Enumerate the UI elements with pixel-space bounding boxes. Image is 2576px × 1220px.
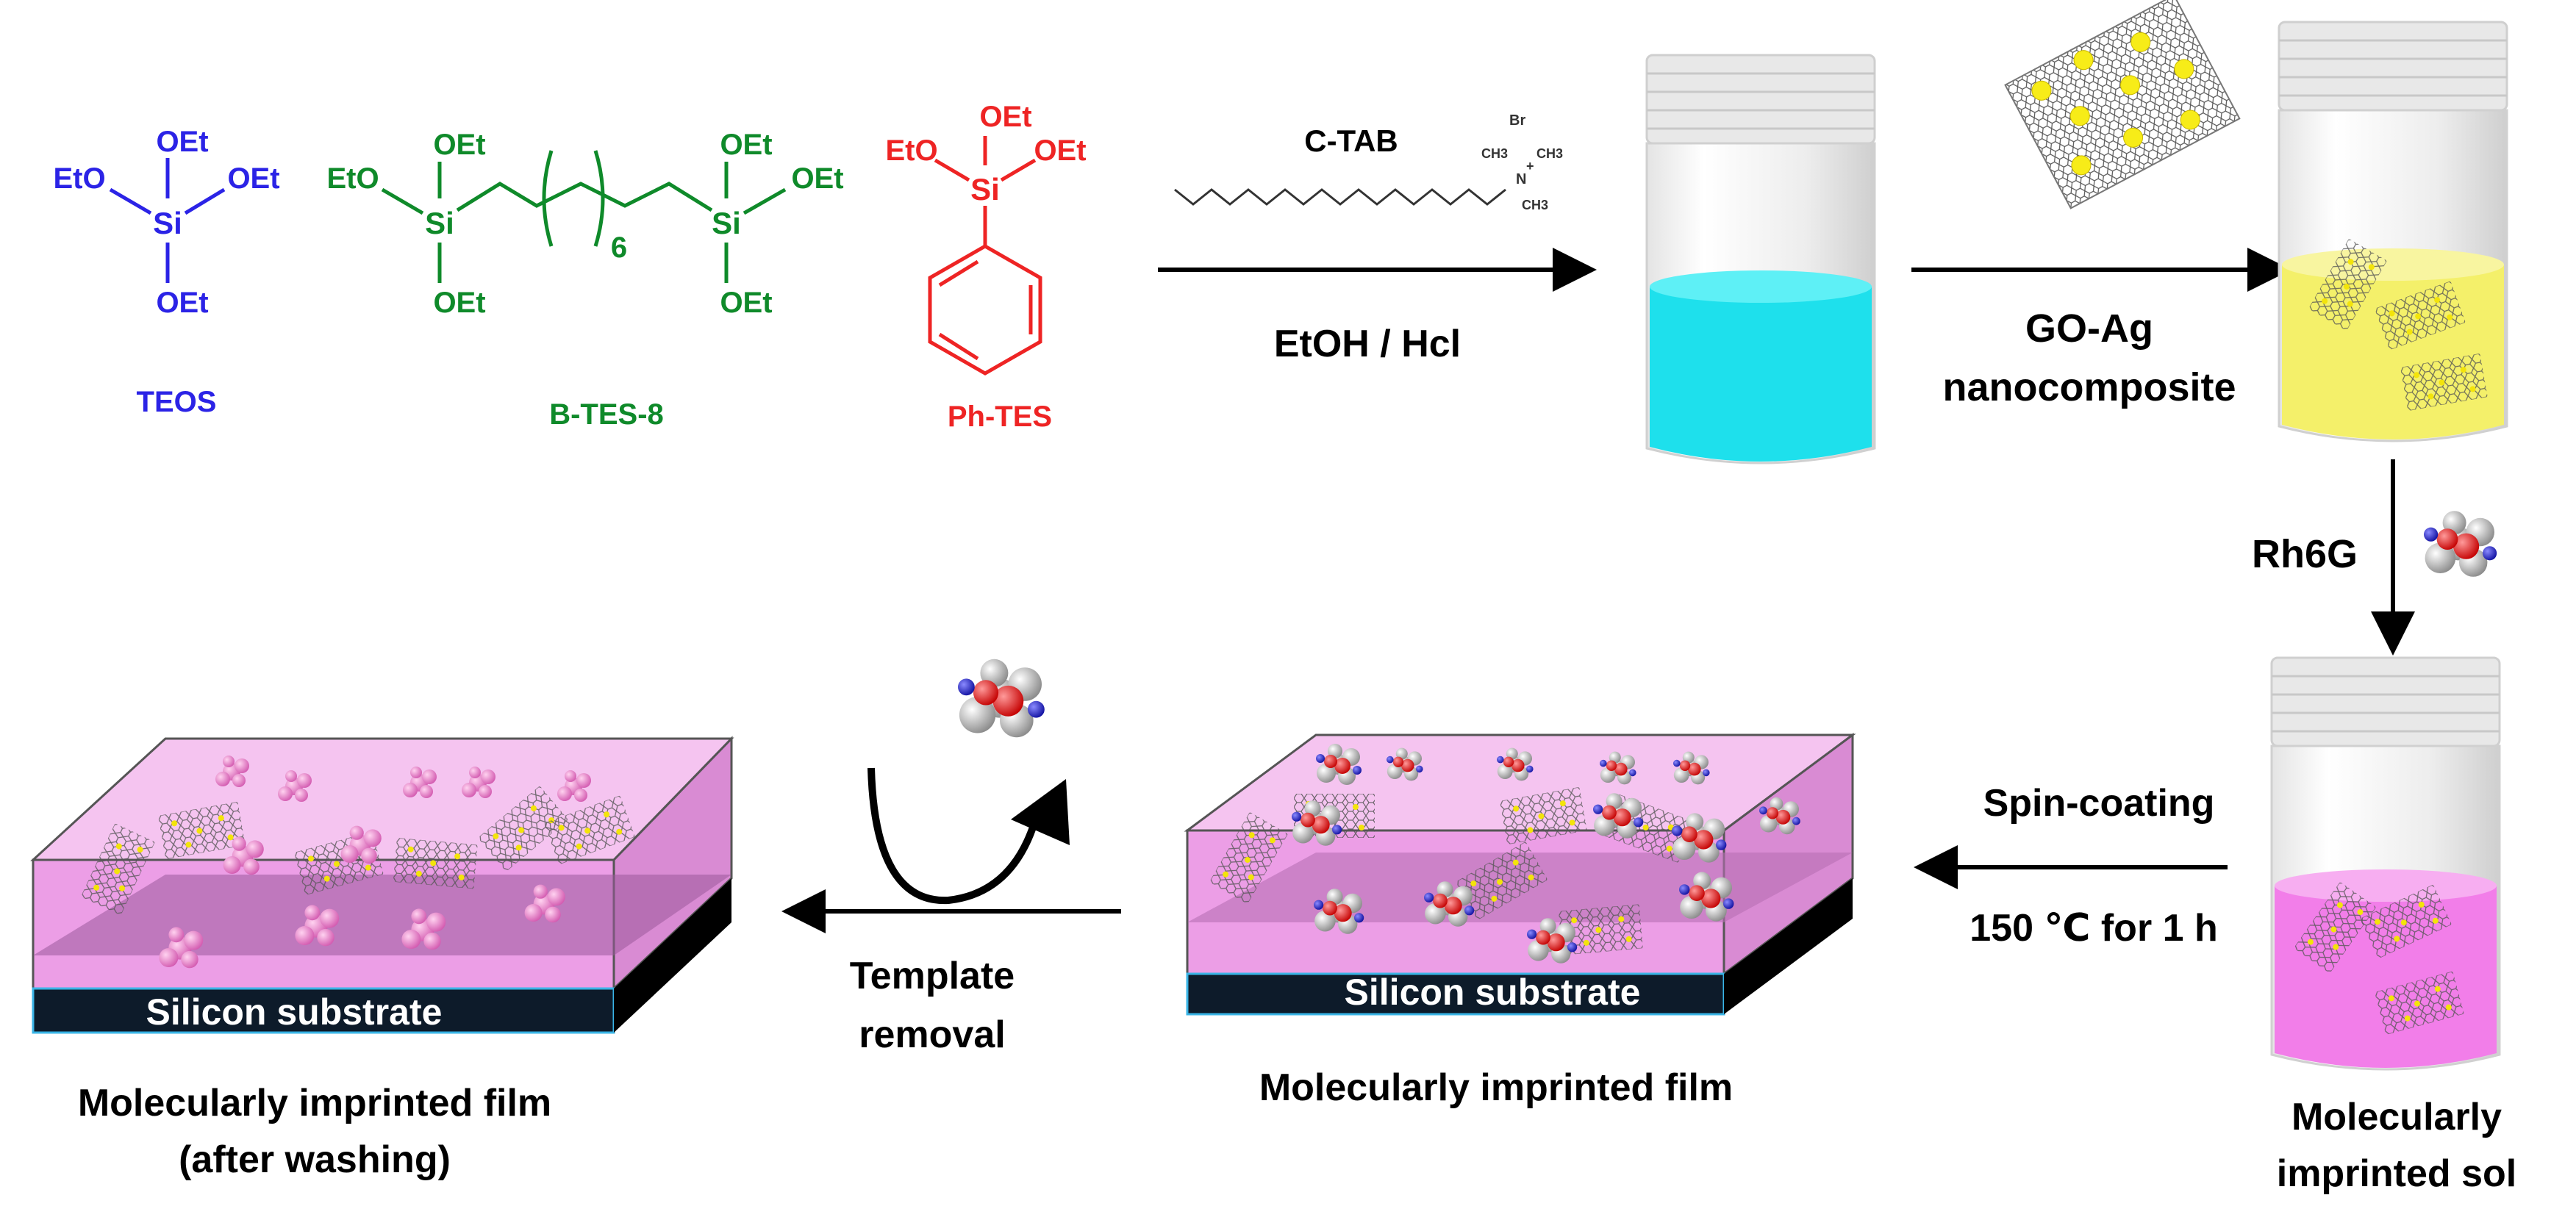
teos-eto-left: EtO	[53, 162, 105, 195]
step2-group: GO-Ag nanocomposite	[1911, 0, 2291, 409]
removal-curved-arrow	[867, 767, 1040, 905]
go-ag-nanosheet	[2004, 0, 2241, 209]
step3-label: Rh6G	[2252, 532, 2358, 576]
btes-eto-left: EtO	[326, 162, 379, 195]
ctab-methyl-2: CH3	[1536, 146, 1563, 161]
step5-label-line1: Template	[850, 955, 1015, 997]
btes-si-right: Si	[712, 206, 741, 240]
teos-label: TEOS	[137, 386, 217, 418]
step2-label-line1: GO-Ag	[2025, 306, 2153, 351]
phtes-si: Si	[970, 172, 1000, 207]
step3-group: Rh6G	[2252, 459, 2497, 656]
ctab-methyl-1: CH3	[1481, 146, 1508, 161]
step1-arrow-group: C-TAB N + Br CH3 CH3 CH3 EtOH / Hcl	[1158, 112, 1597, 365]
released-rh6g-molecule	[958, 659, 1045, 738]
ctab-methyl-3: CH3	[1522, 198, 1548, 212]
step4-group: Spin-coating 150 ℃ for 1 h	[1914, 782, 2228, 950]
vial-cyan-liquid	[1650, 279, 1872, 462]
phtes-oet-right: OEt	[1034, 134, 1086, 167]
btes-structure: Si Si OEt EtO OEt 6 OEt OEt OEt B-TES-8	[326, 129, 843, 431]
teos-si: Si	[153, 206, 182, 240]
vial-pink: Molecularly imprinted sol	[2270, 656, 2516, 1195]
ctab-charge: +	[1526, 159, 1534, 173]
film-caption: Molecularly imprinted film	[1259, 1066, 1733, 1109]
ctab-chain	[1174, 188, 1506, 206]
vial-sol-caption-line2: imprinted sol	[2277, 1152, 2516, 1195]
washed-caption-line1: Molecularly imprinted film	[78, 1082, 551, 1124]
washed-substrate-label: Silicon substrate	[146, 991, 443, 1033]
btes-si-left: Si	[425, 206, 454, 240]
teos-oet-right: OEt	[227, 162, 279, 195]
teos-oet-top: OEt	[156, 126, 208, 158]
rh6g-molecule	[2424, 511, 2497, 577]
step1-condition: EtOH / Hcl	[1274, 323, 1461, 365]
ctab-bromide: Br	[1509, 112, 1525, 129]
btes-oet-right-top: OEt	[720, 129, 772, 161]
phtes-oet-top: OEt	[979, 101, 1031, 133]
film-with-template: Silicon substrate Molecularly imprinted …	[1184, 733, 1856, 1109]
teos-oet-bottom: OEt	[156, 287, 208, 319]
btes-oet-right-bottom: OEt	[720, 287, 772, 319]
film-after-washing: Silicon substrate Molecularly imprinted …	[30, 736, 734, 1181]
step5-group: Template removal	[781, 659, 1121, 1056]
washed-caption-line2: (after washing)	[179, 1138, 451, 1181]
step4-label-line1: Spin-coating	[1983, 782, 2215, 825]
step5-label-line2: removal	[859, 1013, 1005, 1056]
vial-cyan	[1645, 54, 1876, 464]
film-substrate-label: Silicon substrate	[1345, 972, 1641, 1013]
teos-structure: Si OEt EtO OEt OEt TEOS	[53, 126, 279, 418]
step2-label-line2: nanocomposite	[1942, 365, 2236, 409]
phtes-label: Ph-TES	[948, 401, 1052, 433]
vial-sol-caption-line1: Molecularly	[2291, 1096, 2502, 1138]
btes-oet-right: OEt	[791, 162, 843, 195]
btes-oet-left-bottom: OEt	[433, 287, 485, 319]
btes-oet-left-top: OEt	[433, 129, 485, 161]
ctab-n: N	[1516, 171, 1526, 187]
step4-label-line2: 150 ℃ for 1 h	[1969, 907, 2218, 950]
btes-repeat-count: 6	[611, 232, 627, 264]
phtes-structure: Si OEt EtO OEt Ph-TES	[885, 101, 1086, 433]
phtes-eto-left: EtO	[885, 134, 937, 167]
btes-label: B-TES-8	[549, 398, 664, 431]
ctab-label: C-TAB	[1304, 123, 1398, 158]
vial-yellow	[2278, 21, 2508, 442]
